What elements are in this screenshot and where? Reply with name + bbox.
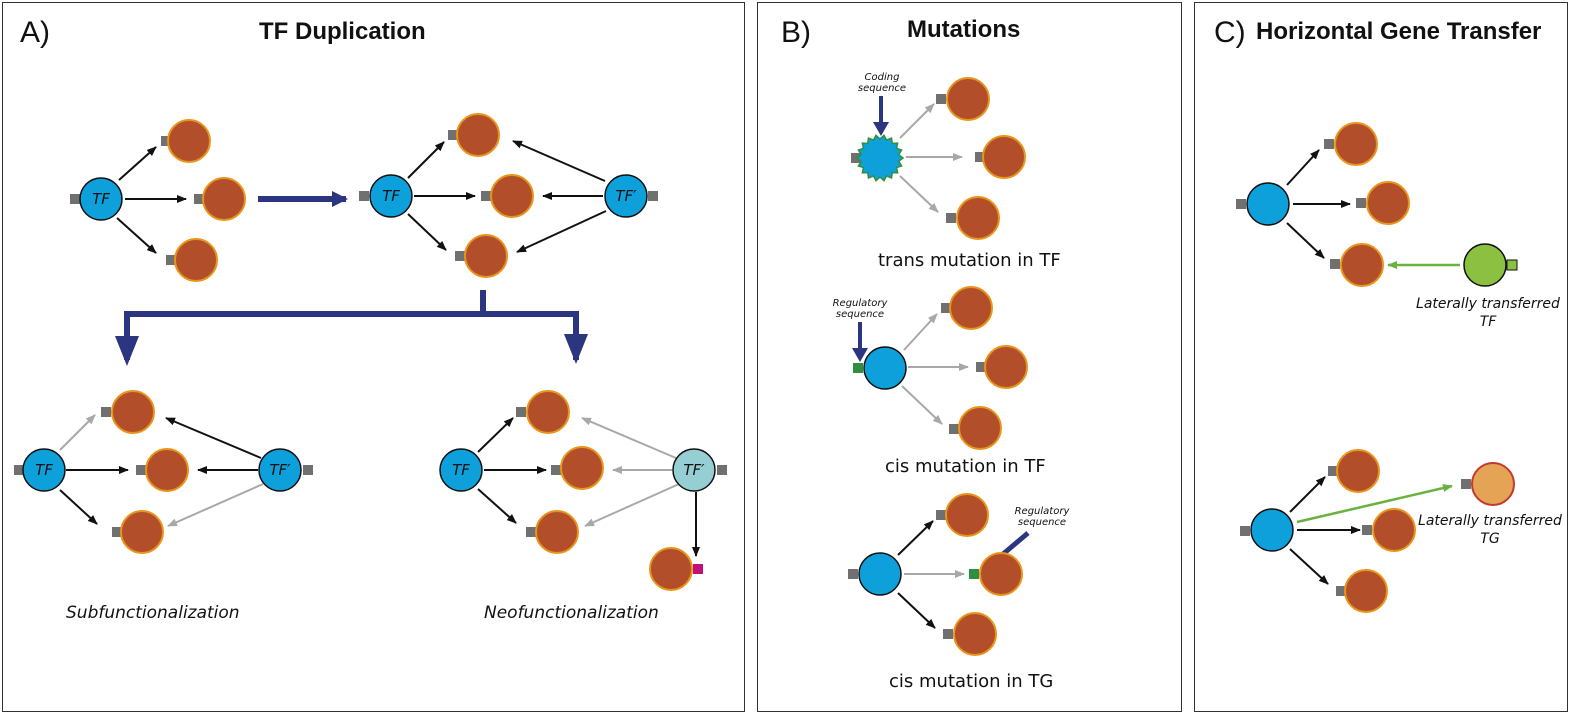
tf-label: TF [92, 190, 110, 208]
new-target-gene-node [649, 547, 693, 591]
panel-c-title: Horizontal Gene Transfer [1256, 18, 1542, 45]
lateral-tf-network [1236, 122, 1518, 287]
tf-prime-label: TF′ [269, 461, 291, 479]
target-gene-node [145, 448, 189, 492]
cis-tf-mutation-network [852, 286, 1028, 450]
binding-site [194, 194, 204, 204]
binding-site [166, 255, 176, 265]
trans-mutation-label: trans mutation in TF [878, 250, 1061, 271]
panel-c-letter: C) [1214, 16, 1246, 49]
lateral-tg-node [1471, 462, 1515, 506]
target-gene-node [526, 390, 570, 434]
tf-label: TF [35, 461, 53, 479]
target-gene-node [490, 174, 534, 218]
target-gene-node [174, 238, 218, 282]
lateral-tg-network [1240, 449, 1515, 613]
arrow [118, 146, 157, 181]
binding-site [161, 136, 171, 146]
lateral-tf-label-line2: TF [1479, 314, 1497, 330]
neofunctionalization-network: TF TF′ [439, 390, 727, 591]
regulatory-sequence-label-1: Regulatory sequence [832, 298, 888, 320]
lateral-tf-label: Laterally transferred TF [1416, 295, 1560, 331]
target-gene-node [111, 390, 155, 434]
branch-arrow [115, 290, 588, 366]
target-gene-node [535, 510, 579, 554]
tf-node [369, 174, 413, 218]
panel-b-title: Mutations [907, 16, 1021, 43]
binding-site [448, 130, 458, 140]
panel-a-original-network: TF [70, 119, 246, 282]
tf-prime-node [604, 174, 648, 218]
mutated-tf-node [855, 134, 905, 182]
panel-c [1194, 2, 1568, 712]
target-gene-node [464, 234, 508, 278]
cis-mutation-tf-label: cis mutation in TF [885, 456, 1046, 477]
arrow [407, 141, 445, 179]
trans-mutation-network [851, 77, 1026, 240]
target-gene-node [560, 446, 604, 490]
lateral-tf-label-line1: Laterally transferred [1416, 296, 1560, 312]
target-gene-node [167, 119, 211, 163]
binding-site [648, 191, 658, 201]
coding-sequence-label: Coding sequence [857, 72, 907, 94]
lateral-tg-label-line2: TG [1480, 531, 1500, 547]
target-gene-node [202, 177, 246, 221]
binding-site [481, 191, 491, 201]
lateral-tg-label-line1: Laterally transferred [1418, 513, 1562, 529]
tf-node [439, 448, 483, 492]
cis-tg-mutation-network [848, 493, 1030, 656]
binding-site [455, 251, 465, 261]
panel-a-title: TF Duplication [259, 18, 426, 45]
subfunctionalization-network: TF TF′ [14, 390, 313, 554]
binding-site [70, 194, 80, 204]
target-gene-node [456, 113, 500, 157]
new-binding-site [693, 564, 703, 574]
arrow [116, 217, 157, 254]
tf-node [79, 177, 123, 221]
arrow [516, 210, 607, 253]
neofunctionalization-label: Neofunctionalization [484, 603, 659, 623]
tf-prime-node [672, 448, 716, 492]
lateral-tg-label: Laterally transferred TG [1418, 512, 1562, 548]
panel-b-letter: B) [781, 16, 811, 49]
cis-mutation-tg-label: cis mutation in TG [889, 671, 1054, 692]
tf-prime-label: TF′ [683, 461, 705, 479]
tf-label: TF [452, 461, 470, 479]
mutated-regulatory-site [969, 569, 979, 579]
tf-label: TF [382, 187, 400, 205]
tf-prime-node [258, 448, 302, 492]
panel-a-letter: A) [20, 16, 50, 49]
target-gene-node [120, 510, 164, 554]
arrow [512, 140, 606, 182]
binding-site [359, 191, 369, 201]
tf-prime-label: TF′ [615, 187, 637, 205]
arrow [407, 213, 447, 251]
regulatory-sequence-label-2: Regulatory sequence [1014, 506, 1070, 528]
lateral-tf-node [1463, 243, 1507, 287]
tf-node [22, 448, 66, 492]
mutated-regulatory-site [853, 363, 863, 373]
panel-a-duplicated-network: TF TF′ [359, 113, 658, 278]
subfunctionalization-label: Subfunctionalization [66, 603, 240, 623]
